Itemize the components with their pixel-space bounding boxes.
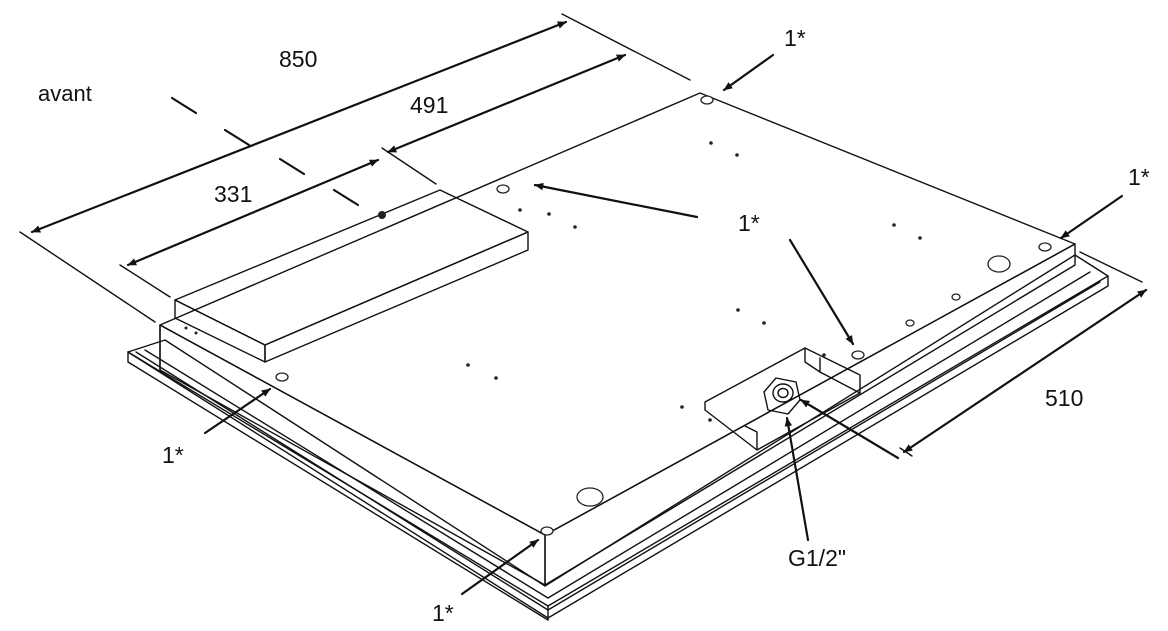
mount-point-label-bottom: 1* — [432, 600, 454, 626]
leader-arrows — [203, 53, 1124, 596]
base-frame — [127, 254, 1109, 621]
mount-point-label-right: 1* — [1128, 164, 1150, 190]
dimension-850-label: 850 — [279, 46, 317, 72]
raised-box — [174, 189, 529, 363]
dimension-491 — [381, 53, 627, 185]
mount-point-label-top: 1* — [784, 25, 806, 51]
main-plate — [159, 92, 1076, 586]
mount-point-label-left: 1* — [162, 442, 184, 468]
screw-points — [184, 141, 922, 422]
dimension-491-label: 491 — [410, 92, 448, 118]
front-label: avant — [38, 81, 92, 106]
pipe-fitting-icon — [763, 377, 801, 415]
dimension-850 — [19, 13, 691, 323]
fitting-recess — [704, 347, 861, 451]
dimension-331-label: 331 — [214, 181, 252, 207]
dimension-331 — [119, 158, 380, 298]
dimension-510 — [899, 251, 1148, 457]
dimension-510-label: 510 — [1045, 385, 1083, 411]
fitting-label: G1/2" — [788, 545, 846, 571]
mount-point-label-center: 1* — [738, 210, 760, 236]
